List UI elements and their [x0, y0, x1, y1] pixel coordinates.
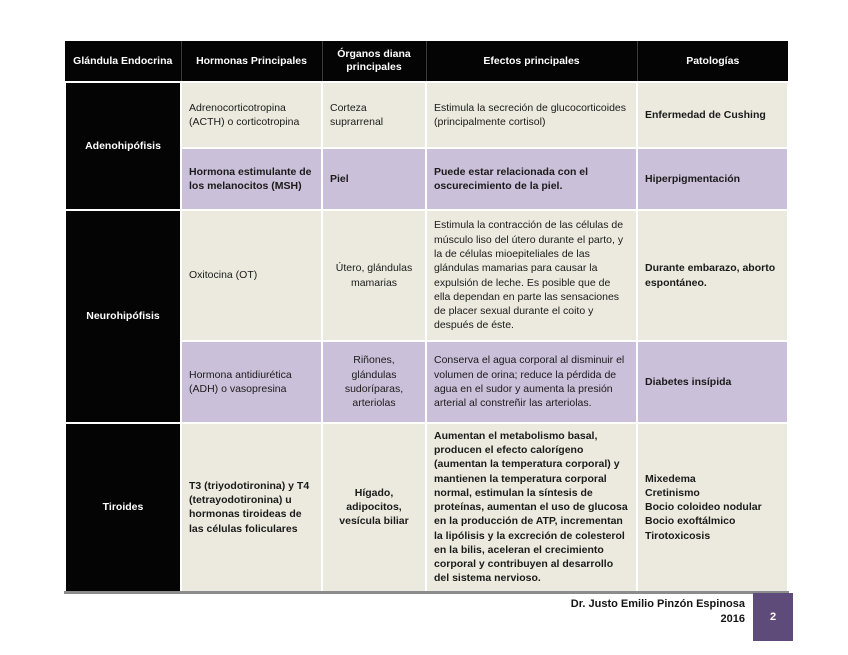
- footer-year: 2016: [720, 613, 745, 626]
- table-row-tiroides: Tiroides T3 (triyodotironina) y T4 (tetr…: [64, 422, 789, 593]
- gland-cell-adenohipofisis: Adenohipófisis: [64, 81, 182, 211]
- table-header-row: Glándula Endocrina Hormonas Principales …: [65, 41, 788, 83]
- endocrine-glands-table: Glándula Endocrina Hormonas Principales …: [64, 41, 789, 594]
- hormone-cell: Oxitocina (OT): [180, 209, 323, 342]
- pathologies-cell: Durante embarazo, aborto espontáneo.: [636, 209, 789, 342]
- organs-cell: Corteza suprarrenal: [321, 81, 427, 149]
- pathologies-cell: Mixedema Cretinismo Bocio coloideo nodul…: [636, 422, 789, 593]
- table-row-oxitocina: Neurohipófisis Oxitocina (OT) Útero, glá…: [64, 209, 789, 424]
- column-header-organos-diana: Órganos diana principales: [321, 41, 427, 83]
- column-header-efectos-principales: Efectos principales: [425, 41, 638, 83]
- gland-cell-neurohipofisis: Neurohipófisis: [64, 209, 182, 424]
- column-header-patologias: Patologías: [636, 41, 788, 83]
- organs-cell: Útero, glándulas mamarias: [321, 209, 427, 342]
- hormone-cell: T3 (triyodotironina) y T4 (tetrayodotiro…: [180, 422, 323, 593]
- organs-cell: Riñones, glándulas sudoríparas, arteriol…: [321, 340, 427, 424]
- gland-cell-tiroides: Tiroides: [64, 422, 182, 593]
- slide-footer: Dr. Justo Emilio Pinzón Espinosa 2016: [571, 597, 745, 627]
- footer-author: Dr. Justo Emilio Pinzón Espinosa: [570, 598, 745, 610]
- pathologies-cell: Diabetes insípida: [636, 340, 789, 424]
- hormone-cell: Hormona antidiurética (ADH) o vasopresin…: [180, 340, 323, 424]
- table-row-acth: Adenohipófisis Adrenocorticotropina (ACT…: [64, 81, 789, 211]
- table-row-msh: Hormona estimulante de los melanocitos (…: [65, 147, 789, 211]
- hormone-cell: Hormona estimulante de los melanocitos (…: [180, 147, 323, 211]
- column-header-glandula-endocrina: Glándula Endocrina: [65, 41, 182, 83]
- column-header-hormonas-principales: Hormonas Principales: [180, 41, 323, 83]
- page-number-badge: 2: [753, 593, 793, 641]
- pathologies-cell: Enfermedad de Cushing: [636, 81, 789, 149]
- organs-cell: Piel: [321, 147, 427, 211]
- organs-cell: Hígado, adipocitos, vesícula biliar: [321, 422, 427, 593]
- effects-cell: Estimula la contracción de las células d…: [425, 209, 638, 342]
- hormone-cell: Adrenocorticotropina (ACTH) o corticotro…: [180, 81, 323, 149]
- pathologies-cell: Hiperpigmentación: [636, 147, 789, 211]
- effects-cell: Estimula la secreción de glucocorticoide…: [425, 81, 638, 149]
- effects-cell: Aumentan el metabolismo basal, producen …: [425, 422, 638, 593]
- effects-cell: Puede estar relacionada con el oscurecim…: [425, 147, 638, 211]
- effects-cell: Conserva el agua corporal al disminuir e…: [425, 340, 638, 424]
- table-row-adh: Hormona antidiurética (ADH) o vasopresin…: [65, 340, 789, 424]
